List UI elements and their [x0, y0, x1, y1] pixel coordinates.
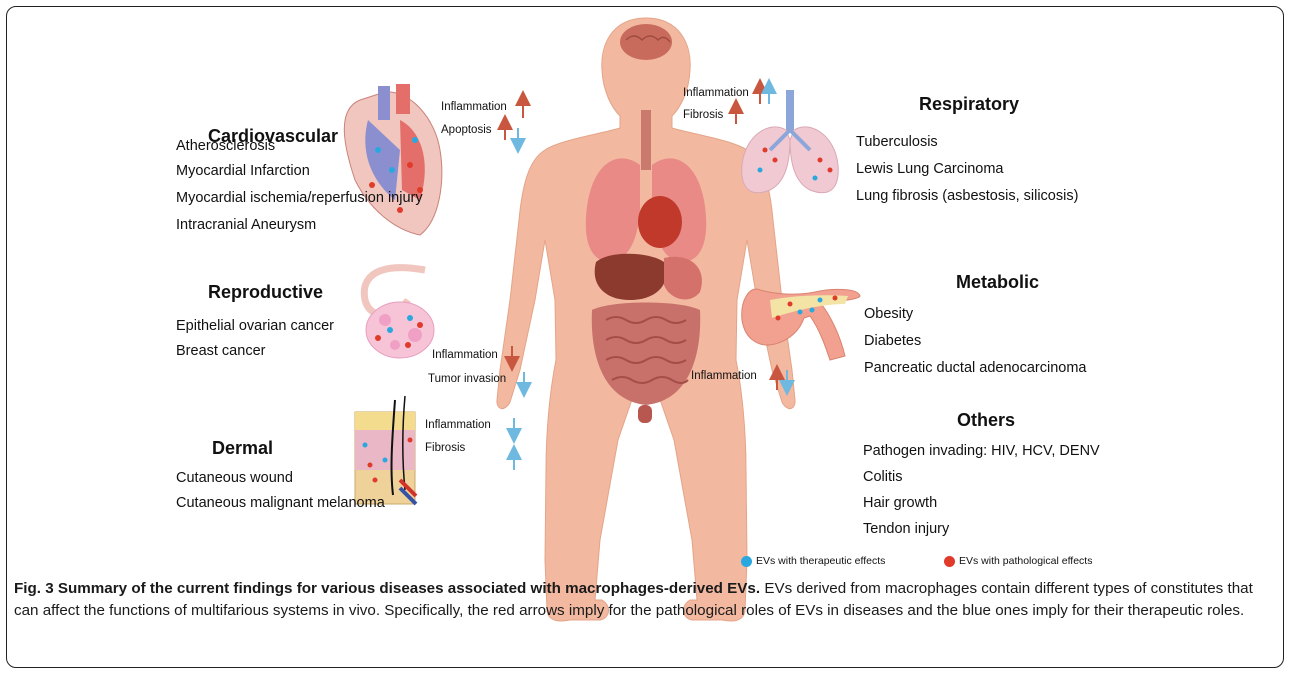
therapeutic-legend-dot: [741, 556, 752, 567]
dermal-item-2: Cutaneous malignant melanoma: [176, 495, 385, 511]
metab-item-1: Obesity: [864, 306, 913, 322]
cardio-effect-inflammation: Inflammation: [441, 101, 507, 113]
metabolic-heading: Metabolic: [956, 272, 1039, 293]
skin-illustration: [355, 396, 416, 504]
resp-effect-fibrosis: Fibrosis: [683, 109, 723, 121]
repro-item-1: Epithelial ovarian cancer: [176, 318, 334, 334]
pathological-legend-dot: [944, 556, 955, 567]
cardio-item-4: Intracranial Aneurysm: [176, 217, 316, 233]
others-item-2: Colitis: [863, 469, 902, 485]
pancreas-illustration: [742, 289, 860, 360]
cardio-item-2: Myocardial Infarction: [176, 163, 310, 179]
dermal-effect-inflammation: Inflammation: [425, 419, 491, 431]
others-item-3: Hair growth: [863, 495, 937, 511]
dermal-heading: Dermal: [212, 438, 273, 459]
therapeutic-legend-label: EVs with therapeutic effects: [756, 555, 885, 567]
cardio-effect-apoptosis: Apoptosis: [441, 124, 492, 136]
dermal-effect-fibrosis: Fibrosis: [425, 442, 465, 454]
repro-effect-tumor-invasion: Tumor invasion: [428, 373, 506, 385]
caption-title: Fig. 3 Summary of the current findings f…: [14, 580, 760, 597]
others-item-4: Tendon injury: [863, 521, 949, 537]
respiratory-heading: Respiratory: [919, 94, 1019, 115]
lungs-illustration: [742, 90, 839, 193]
resp-item-2: Lewis Lung Carcinoma: [856, 161, 1004, 177]
figure-caption: Fig. 3 Summary of the current findings f…: [14, 578, 1276, 622]
ovary-illustration: [364, 268, 434, 358]
dermal-item-1: Cutaneous wound: [176, 470, 293, 486]
repro-item-2: Breast cancer: [176, 343, 265, 359]
others-heading: Others: [957, 410, 1015, 431]
repro-effect-inflammation: Inflammation: [432, 349, 498, 361]
metab-effect-inflammation: Inflammation: [691, 370, 757, 382]
cardio-item-3: Myocardial ischemia/reperfusion injury: [176, 190, 423, 206]
heart-illustration: [344, 84, 441, 235]
reproductive-heading: Reproductive: [208, 282, 323, 303]
others-item-1: Pathogen invading: HIV, HCV, DENV: [863, 443, 1100, 459]
resp-item-1: Tuberculosis: [856, 134, 938, 150]
metab-item-2: Diabetes: [864, 333, 921, 349]
resp-effect-inflammation: Inflammation: [683, 87, 749, 99]
resp-item-3: Lung fibrosis (asbestosis, silicosis): [856, 188, 1078, 204]
metab-item-3: Pancreatic ductal adenocarcinoma: [864, 360, 1086, 376]
cardio-item-1: Atherosclerosis: [176, 138, 275, 154]
pathological-legend-label: EVs with pathological effects: [959, 555, 1092, 567]
